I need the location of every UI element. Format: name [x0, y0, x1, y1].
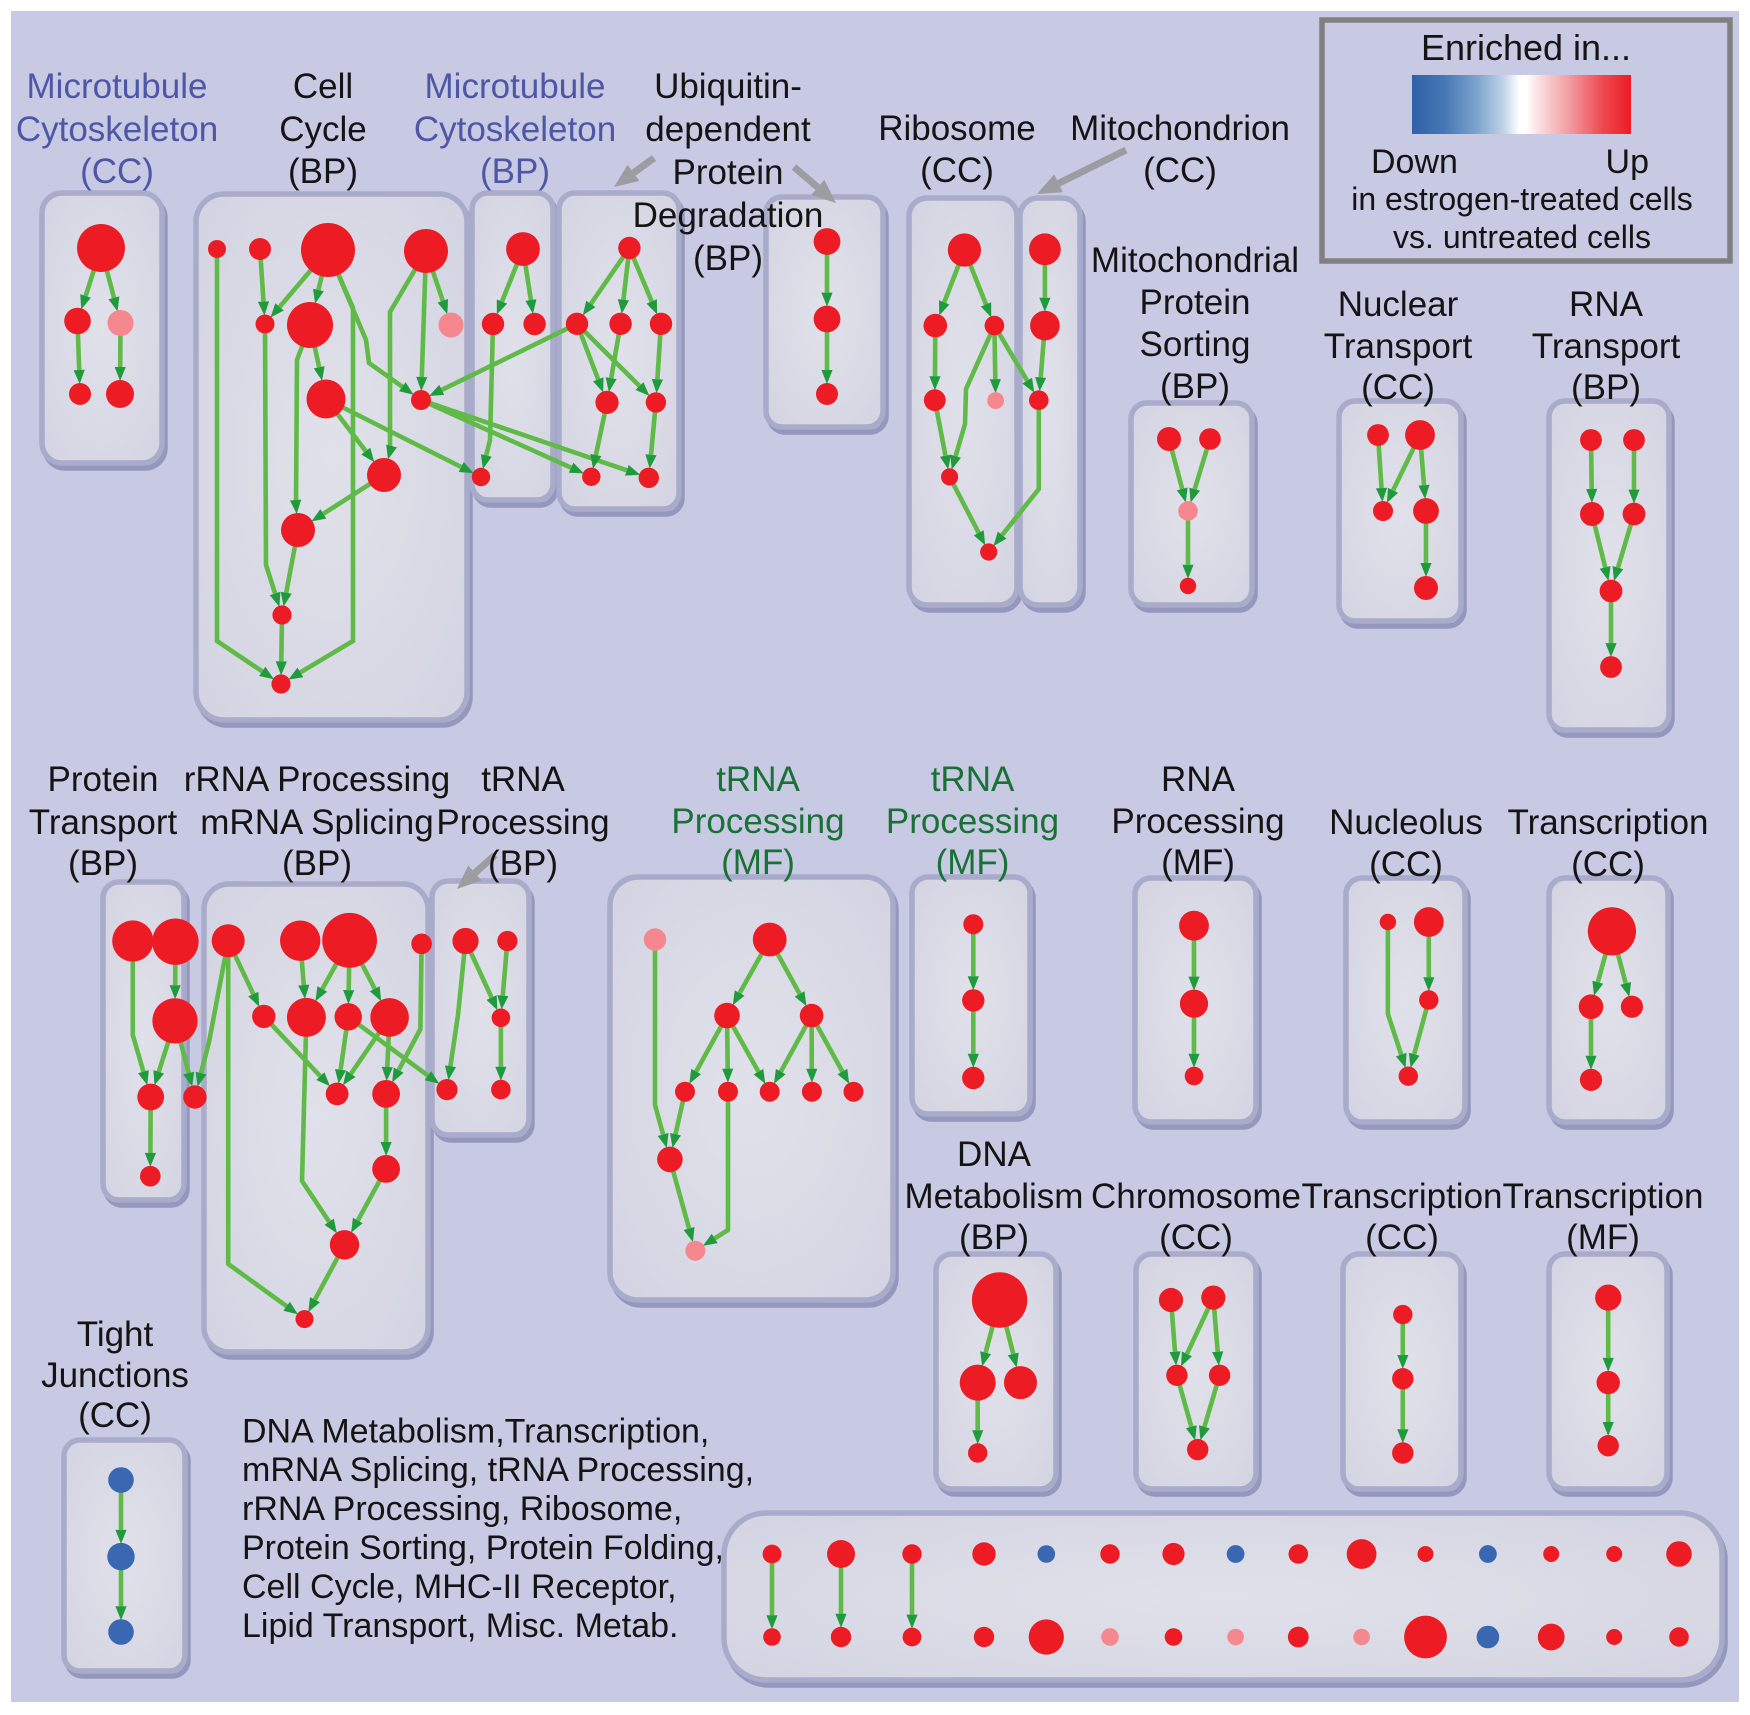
svg-text:Ubiquitin-: Ubiquitin- — [654, 67, 802, 106]
svg-text:Microtubule: Microtubule — [425, 67, 606, 106]
svg-text:(BP): (BP) — [288, 152, 358, 191]
svg-text:Nucleolus: Nucleolus — [1329, 803, 1483, 842]
svg-text:(CC): (CC) — [920, 151, 994, 190]
svg-text:Processing: Processing — [886, 802, 1059, 841]
svg-text:Ribosome: Ribosome — [878, 109, 1036, 148]
svg-text:(BP): (BP) — [693, 239, 763, 278]
svg-text:Protein: Protein — [48, 760, 159, 799]
svg-text:tRNA: tRNA — [481, 760, 565, 799]
svg-text:(MF): (MF) — [1566, 1218, 1640, 1257]
svg-text:Cell: Cell — [293, 67, 353, 106]
svg-text:Enriched in...: Enriched in... — [1421, 27, 1631, 68]
svg-text:RNA: RNA — [1569, 285, 1644, 324]
svg-text:dependent: dependent — [645, 110, 811, 149]
svg-text:Transport: Transport — [29, 803, 178, 842]
svg-text:(BP): (BP) — [488, 844, 558, 883]
svg-text:Junctions: Junctions — [41, 1356, 189, 1395]
svg-text:Chromosome: Chromosome — [1091, 1177, 1301, 1216]
svg-text:(CC): (CC) — [1571, 845, 1645, 884]
svg-text:(MF): (MF) — [936, 843, 1010, 882]
svg-text:(BP): (BP) — [959, 1218, 1029, 1257]
svg-text:in estrogen-treated cells: in estrogen-treated cells — [1351, 181, 1693, 217]
svg-text:Mitochondrion: Mitochondrion — [1070, 109, 1290, 148]
svg-text:Degradation: Degradation — [633, 196, 824, 235]
svg-text:(CC): (CC) — [1143, 151, 1217, 190]
svg-text:(MF): (MF) — [721, 843, 795, 882]
svg-text:tRNA: tRNA — [716, 760, 800, 799]
svg-text:Up: Up — [1606, 143, 1649, 181]
svg-text:Mitochondrial: Mitochondrial — [1091, 241, 1299, 280]
svg-text:Processing: Processing — [1111, 802, 1284, 841]
svg-text:Transport: Transport — [1324, 327, 1473, 366]
svg-text:Transcription: Transcription — [1302, 1177, 1503, 1216]
svg-text:(BP): (BP) — [68, 844, 138, 883]
svg-text:Protein Sorting, Protein Foldi: Protein Sorting, Protein Folding, — [242, 1529, 724, 1567]
svg-text:Microtubule: Microtubule — [27, 67, 208, 106]
svg-text:Transcription: Transcription — [1503, 1177, 1704, 1216]
svg-text:mRNA Splicing, tRNA Processing: mRNA Splicing, tRNA Processing, — [242, 1451, 754, 1489]
svg-text:Protein: Protein — [673, 153, 784, 192]
svg-text:Cell Cycle, MHC-II Receptor,: Cell Cycle, MHC-II Receptor, — [242, 1568, 677, 1606]
svg-text:Sorting: Sorting — [1140, 325, 1251, 364]
svg-text:Tight: Tight — [77, 1315, 154, 1354]
svg-text:Nuclear: Nuclear — [1338, 285, 1459, 324]
svg-text:(CC): (CC) — [1365, 1218, 1439, 1257]
svg-text:(BP): (BP) — [480, 152, 550, 191]
svg-text:Protein: Protein — [1140, 283, 1251, 322]
svg-text:RNA: RNA — [1161, 760, 1236, 799]
svg-text:(MF): (MF) — [1161, 843, 1235, 882]
svg-text:(CC): (CC) — [1361, 368, 1435, 407]
svg-text:DNA Metabolism,Transcription,: DNA Metabolism,Transcription, — [242, 1412, 709, 1450]
svg-text:Cytoskeleton: Cytoskeleton — [414, 110, 616, 149]
svg-text:tRNA: tRNA — [931, 760, 1015, 799]
svg-text:(BP): (BP) — [282, 844, 352, 883]
svg-text:Down: Down — [1371, 143, 1458, 181]
svg-text:rRNA Processing, Ribosome,: rRNA Processing, Ribosome, — [242, 1490, 682, 1528]
svg-text:Processing: Processing — [671, 802, 844, 841]
svg-text:(CC): (CC) — [78, 1396, 152, 1435]
svg-text:Metabolism: Metabolism — [905, 1177, 1084, 1216]
svg-text:(CC): (CC) — [1369, 845, 1443, 884]
svg-text:(CC): (CC) — [80, 152, 154, 191]
svg-text:Cytoskeleton: Cytoskeleton — [16, 110, 218, 149]
svg-text:(BP): (BP) — [1571, 368, 1641, 407]
svg-text:Transport: Transport — [1532, 327, 1681, 366]
svg-text:Transcription: Transcription — [1508, 803, 1709, 842]
svg-text:Processing: Processing — [436, 803, 609, 842]
svg-text:Lipid Transport, Misc. Metab.: Lipid Transport, Misc. Metab. — [242, 1607, 679, 1645]
svg-text:(BP): (BP) — [1160, 367, 1230, 406]
svg-text:rRNA Processing: rRNA Processing — [184, 760, 450, 799]
svg-text:Cycle: Cycle — [279, 110, 367, 149]
svg-text:(CC): (CC) — [1159, 1218, 1233, 1257]
svg-text:mRNA Splicing: mRNA Splicing — [200, 803, 433, 842]
svg-text:DNA: DNA — [957, 1135, 1032, 1174]
svg-text:vs. untreated cells: vs. untreated cells — [1393, 219, 1651, 255]
